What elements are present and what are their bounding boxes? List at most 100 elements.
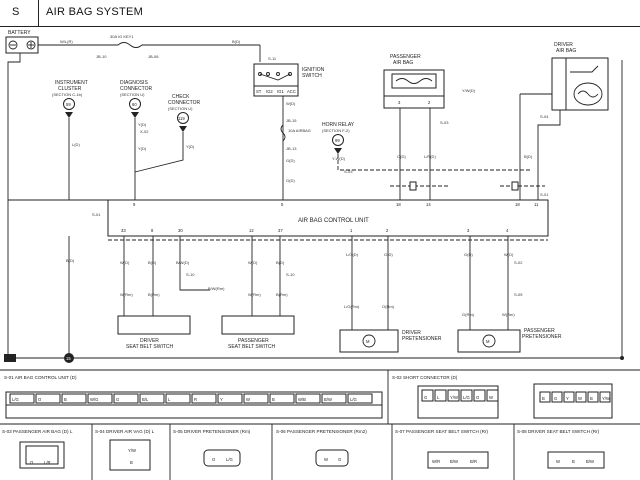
pab-title-1: PASSENGER	[390, 54, 421, 60]
s01-pin-9: W	[246, 397, 250, 402]
belt-w-1: W(D)	[120, 260, 130, 265]
belt-b-2: B(D)	[276, 260, 285, 265]
s01-pin-6: L	[168, 397, 171, 402]
connector-s08: S-08 DRIVER SEAT BELT SWITCH (Rr) W B B/…	[517, 429, 605, 469]
belt-bwr-1: B/W(Rm)	[208, 286, 225, 291]
connector-s06: S-06 PASSENGER PRETENSIONER (Rm2) W G	[276, 429, 367, 467]
main-fuse: 30A IG KEY1 JB-10 JB-06	[90, 34, 260, 59]
dc-title-1: DIAGNOSIS	[120, 80, 148, 86]
ig-pin-ig1: IG1	[277, 89, 284, 94]
s08-pin-0: W	[556, 459, 560, 464]
s02-title: S-02 SHORT CONNECTOR (D)	[392, 375, 458, 380]
s03-pin-1: L/R	[44, 460, 51, 465]
ig-pin-st: ST	[256, 89, 262, 94]
horn-wire-label: Y-W(D)	[332, 156, 346, 161]
pret-or: O(Rm)	[382, 304, 395, 309]
s07-pin-0: W/R	[432, 459, 440, 464]
ic-wire-label: L(D)	[72, 142, 80, 147]
s02-pin-3: L/G	[463, 395, 470, 400]
s01-pin-11: W/B	[298, 397, 306, 402]
s05-title: S-05 DRIVER PRETENSIONER (Rm)	[173, 429, 251, 434]
driver-air-bag: DRIVER AIR BAG	[551, 42, 609, 111]
ig-in-label: B(D)	[232, 39, 241, 44]
connector-s07: S-07 PASSENGER SEAT BELT SWITCH (Rr) W/R…	[395, 429, 489, 469]
g-d-label-1: G(D)	[286, 158, 295, 163]
s08-title: S-08 DRIVER SEAT BELT SWITCH (Rr)	[517, 429, 600, 434]
dab-wire-label: Y/W(D)	[462, 88, 476, 93]
cu-conn-label-right: S-01	[540, 192, 549, 197]
pret-lg-1: L/G(D)	[346, 252, 359, 257]
s02b-cell-0	[539, 391, 551, 403]
s01-pin-4: G	[116, 397, 119, 402]
belt-br-2: B(Rm)	[276, 292, 288, 297]
connector-s05: S-05 DRIVER PRETENSIONER (Rm) O L/G	[173, 429, 251, 467]
cu-pin-top-11: 11	[534, 202, 539, 207]
s01-cell-7	[191, 393, 217, 404]
dc-title-3: (SECTION U)	[120, 92, 145, 97]
pab-conn-label: S-03	[440, 120, 449, 125]
svg-text:M: M	[486, 339, 490, 344]
pab-wire1-label: O(D)	[397, 154, 406, 159]
driver-seat-belt-switch: DRIVER SEAT BELT SWITCH	[117, 315, 191, 350]
dc-pin-label: X-02	[140, 129, 149, 134]
instrument-cluster: INSTRUMENT CLUSTER (SECTION C-1b) 59	[52, 80, 88, 118]
s01-cell-6	[165, 393, 191, 404]
header-divider	[38, 0, 39, 26]
ig-title-2: SWITCH	[302, 73, 322, 79]
pret-conn-1: S-02	[514, 260, 523, 265]
s03-title: S-03 PASSENGER AIR BAG (D) L	[2, 429, 73, 434]
s01-pin-2: B	[64, 397, 67, 402]
s01-cell-1	[35, 393, 61, 404]
s01-cell-8	[217, 393, 243, 404]
svg-text:M: M	[366, 339, 370, 344]
cu-pin-30: 30	[178, 228, 183, 233]
s02-pin-5: W	[489, 395, 493, 400]
horn-title-1: HORN RELAY	[322, 122, 355, 128]
cc-wire-label: Y(D)	[186, 144, 195, 149]
s01-pin-13: L/G	[350, 397, 357, 402]
cu-pin-8: 8	[151, 228, 154, 233]
pbs-title-1: PASSENGER	[238, 338, 269, 344]
s02b-pin-0: B	[542, 396, 545, 401]
cu-pin-top-18b: 18	[515, 202, 520, 207]
belt-br-1: B(Rm)	[148, 292, 160, 297]
svg-text:3: 3	[398, 100, 401, 105]
s08-pin-1: B	[572, 459, 575, 464]
dc-wire-label-2: Y(D)	[138, 146, 147, 151]
cc-title-2: CONNECTOR	[168, 100, 201, 106]
s02-pin-4: O	[476, 395, 480, 400]
s07-title: S-07 PASSENGER SEAT BELT SWITCH (Rr)	[395, 429, 488, 434]
connector-s04: S-04 DRIVER AIR VAG (D) L Y/W B	[95, 429, 155, 471]
pret-w-1: W(D)	[504, 252, 514, 257]
s02-pin-2: Y/W	[450, 395, 458, 400]
cc-ref: 119	[178, 116, 185, 121]
cu-conn-label-left: S-01	[92, 212, 101, 217]
s02b-cell-1	[551, 391, 563, 403]
belt-wr-2: W(Rm)	[248, 292, 261, 297]
cu-left-label: B(D)	[66, 258, 75, 263]
pp-title-2: PRETENSIONER	[522, 334, 562, 340]
s04-title: S-04 DRIVER AIR VAG (D) L	[95, 429, 155, 434]
cu-title: AIR BAG CONTROL UNIT	[298, 218, 369, 224]
ig-out-label: W(D)	[286, 101, 296, 106]
s01-cell-9	[243, 393, 269, 404]
jb13-label: JB-13	[286, 146, 297, 151]
s02b-pin-4: B	[590, 396, 593, 401]
cu-pin-top-18a: 18	[396, 202, 401, 207]
driver-pretensioner: M DRIVER PRETENSIONER	[339, 329, 442, 353]
check-connector: CHECK CONNECTOR (SECTION U) 119	[168, 94, 201, 132]
belt-w-2: W(D)	[248, 260, 258, 265]
pret-lgr: L/G(Rm)	[344, 304, 360, 309]
ignition-switch: S-11 ST IG2 IG1 ACC IGNITION SWITCH	[253, 56, 325, 97]
s02b-pin-2: Y	[566, 396, 569, 401]
diagnosis-connector: DIAGNOSIS CONNECTOR (SECTION U) 60	[120, 80, 153, 118]
s01-pin-5: B/L	[142, 397, 149, 402]
dbs-title-2: SEAT BELT SWITCH	[126, 344, 174, 350]
s02b-cell-2	[563, 391, 575, 403]
pret-o-1: O(D)	[384, 252, 393, 257]
dab-title-2: AIR BAG	[556, 48, 576, 54]
passenger-seat-belt-switch: PASSENGER SEAT BELT SWITCH	[221, 315, 295, 350]
